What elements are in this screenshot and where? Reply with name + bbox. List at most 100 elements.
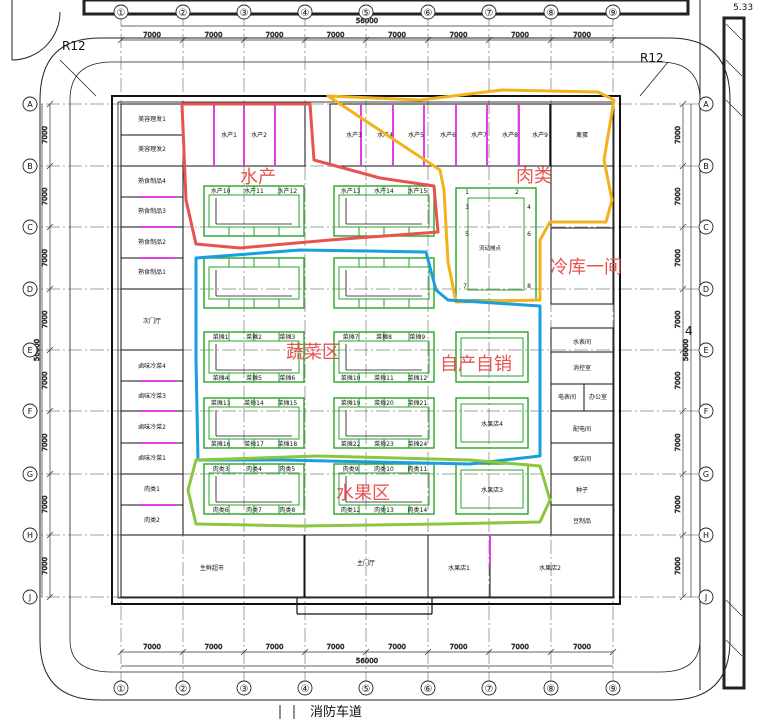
column-spacing-label: 7000 [143,31,161,39]
row-spacing-label: 7000 [41,434,49,452]
magenta-partitions [140,104,520,565]
stall-label: 菜摊22 [341,440,361,448]
column-axis-label: ⑨ [609,684,618,695]
column-spacing-label: 7000 [450,643,468,651]
row-bubble [698,527,714,543]
stall-label: 菜摊19 [341,399,361,407]
column-axis-label: ③ [240,8,249,19]
room-label-aquatic: 水产5 [408,131,424,139]
column-bubble [113,4,129,20]
row-spacing-label: 7000 [41,249,49,267]
room-label-poultry: 禽蛋 [576,131,588,139]
row-spacing-label: 7000 [41,557,49,575]
row-axis-label: B [703,162,709,171]
room-label-aquatic: 水产7 [471,131,487,139]
column-spacing-label: 7000 [327,643,345,651]
zone-label-self-sale: 自产自销 [440,354,512,375]
row-spacing-label: 7000 [674,311,682,329]
column-bubble [481,680,497,696]
column-axis-label: ⑥ [424,684,433,695]
stall-label: 菜摊12 [408,374,428,382]
stall-label: 肉类9 [343,465,359,473]
column-bubble [358,4,374,20]
zone-label-fruit: 水果区 [336,483,390,504]
aquatic-zone-outline [180,102,440,250]
aquatic-stall-block: 水产13水产14水产15 [333,185,435,237]
aquatic-cell-wall [274,103,306,167]
column-spacing-label: 7000 [327,31,345,39]
column-spacing-label: 7000 [205,31,223,39]
stall-label: 肉类6 [213,506,229,514]
row-bubble [22,158,38,174]
vegetable-stall-block: 菜摊19菜摊20菜摊21菜摊22菜摊23菜摊24 [333,397,435,449]
row-spacing-label: 7000 [674,249,682,267]
column-bubble [543,680,559,696]
room-label-fire-control: 消控室 [573,364,591,372]
column-bubble [605,680,621,696]
room-label-braised4: 卤味冷菜4 [138,362,166,370]
column-axis-label: ⑦ [485,684,494,695]
room-label-fruit2: 水果店2 [539,564,561,572]
room-label-elec-meter: 电表间 [558,393,576,401]
vegetable-zone-outline [194,248,542,466]
mobile-stall-number: 1 [465,189,469,196]
row-spacing-label: 7000 [674,188,682,206]
column-bubble [481,4,497,20]
column-spacing-label: 7000 [388,643,406,651]
room-label-braised3: 卤味冷菜3 [138,392,166,400]
room-label-aquatic: 水产2 [251,131,267,139]
row-bubble [698,219,714,235]
column-spacing-label: 7000 [511,643,529,651]
column-axis-label: ⑤ [362,684,371,695]
room-label-deli2: 熟食制品2 [138,238,166,246]
stall-blocks: 水产10水产11水产12水产13水产14水产15菜摊1菜摊2菜摊3菜摊4菜摊5菜… [203,185,537,515]
column-bubble [358,680,374,696]
row-spacing-label: 7000 [41,372,49,390]
zone-label-meat: 肉类 [516,166,552,187]
room-label-aquatic: 水产1 [221,131,237,139]
room-label-office: 办公室 [589,393,607,401]
vegetable-stall-block: 菜摊7菜摊8菜摊9菜摊10菜摊11菜摊12 [333,331,435,383]
row-spacing-label: 7000 [674,434,682,452]
zone-label-vegetable: 蔬菜区 [286,342,340,363]
mobile-stall-number: 7 [463,283,467,290]
site-context [11,0,746,719]
room-label-deli3: 熟食制品3 [138,207,166,215]
row-bubble [698,158,714,174]
row-bubble [22,589,38,605]
column-spacing-label: 7000 [266,643,284,651]
column-bubble [605,4,621,20]
column-axis-label: ⑥ [424,8,433,19]
vegetable-stall-block: 菜摊13菜摊14菜摊15菜摊16菜摊17菜摊18 [203,397,305,449]
stall-label: 水产15 [408,187,428,195]
row-axis-label: B [27,162,33,171]
fruit-zone-outline [186,454,552,528]
column-spacing-label: 7000 [143,643,161,651]
total-width-label: 56000 [356,17,378,25]
stall-label: 菜摊15 [278,399,298,407]
column-axis-label: ④ [301,684,310,695]
room-label-mobile-stalls: 流动摊点 [479,244,502,252]
room-label-braised2: 卤味冷菜2 [138,423,166,431]
column-axis-label: ⑦ [485,8,494,19]
room-label-deli4: 熟食制品4 [138,177,166,185]
column-axis-label: ⑧ [547,8,556,19]
column-bubble [236,680,252,696]
row-spacing-label: 7000 [41,496,49,514]
row-axis-label: C [703,223,709,232]
row-axis-label: G [27,470,33,479]
row-spacing-label: 7000 [41,188,49,206]
room-label-cleaning-room: 保洁间 [573,455,591,463]
meat-zone-outline [326,88,616,304]
column-bubble [420,680,436,696]
stall-label: 肉类3 [213,465,229,473]
column-axis-label: ④ [301,8,310,19]
row-bubble [698,466,714,482]
row-axis-label: F [704,407,709,416]
top-right-note: 5.33 [733,3,753,13]
total-width-label: 56000 [356,657,378,665]
column-spacing-label: 7000 [573,643,591,651]
stall-label: 菜摊4 [213,374,229,382]
